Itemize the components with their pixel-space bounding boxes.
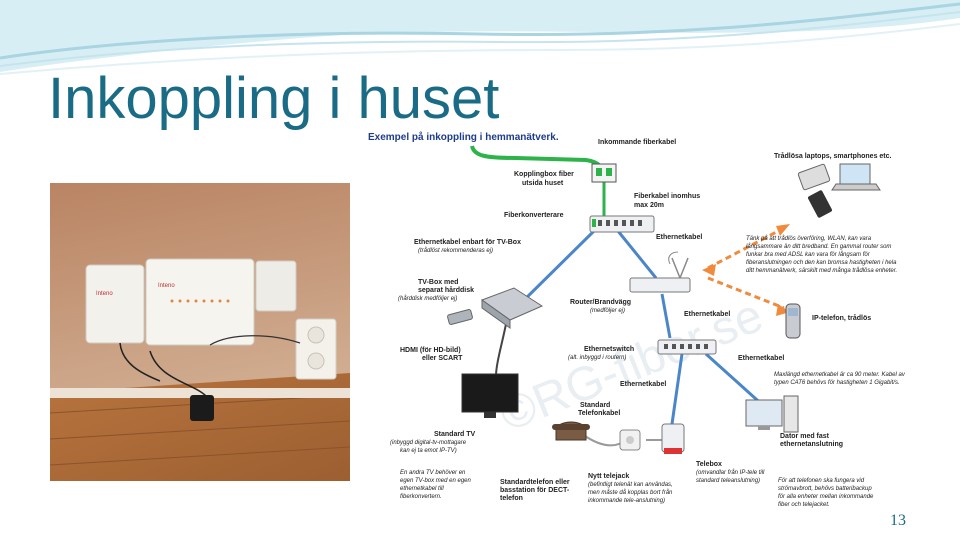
label-tv-box-2: separat hårddisk bbox=[418, 286, 474, 294]
page-number: 13 bbox=[890, 512, 906, 530]
label-tv-box-3: (hårddisk medföljer ej) bbox=[398, 295, 457, 302]
label-jack-2: (befintligt telenät kan användas, bbox=[588, 482, 673, 488]
label-ethernet-tv-box: Ethernetkabel enbart för TV-Box bbox=[414, 239, 521, 246]
label-tv-box-1: TV-Box med bbox=[418, 279, 458, 286]
label-switch-1: Ethernetswitch bbox=[584, 346, 634, 353]
label-telebox-2: (omvandlar från IP-tele till bbox=[696, 469, 765, 476]
label-router-2: (medföljer ej) bbox=[590, 308, 625, 314]
label-std-phone-3: telefon bbox=[500, 495, 523, 502]
wifi-note-line-2: långsammare än ditt bredband. En gammal … bbox=[746, 243, 891, 250]
label-telebox-3: standard teleanslutning) bbox=[696, 478, 760, 484]
label-ip-phone: IP-telefon, trådlös bbox=[812, 314, 871, 322]
fiber-converter-box: Inteno bbox=[86, 265, 144, 343]
label-ethernet-1: Ethernetkabel bbox=[656, 234, 702, 241]
label-other-tv-3: ethernetkabel till bbox=[400, 486, 444, 492]
label-battery-3: för alla enheter mellan inkommande bbox=[778, 494, 874, 500]
label-wireless-devices: Trådlösa laptops, smartphones etc. bbox=[774, 152, 892, 160]
wifi-note-line-4: fiberanslutningen och den kan bromsa has… bbox=[746, 260, 897, 266]
label-std-phone-1: Standardtelefon eller bbox=[500, 479, 570, 486]
label-pc-2: ethernetanslutning bbox=[780, 441, 843, 448]
installation-photo: Inteno Inteno bbox=[50, 183, 350, 481]
fiber-connection-box bbox=[592, 164, 616, 182]
label-fiber-indoor-2: max 20m bbox=[634, 202, 664, 209]
label-phone-cable-2: Telefonkabel bbox=[578, 410, 620, 417]
svg-text:Inteno: Inteno bbox=[96, 291, 113, 297]
fiber-converter-device bbox=[590, 216, 654, 232]
label-ethernet-3: Ethernetkabel bbox=[738, 355, 784, 362]
label-std-phone-2: basstation för DECT- bbox=[500, 487, 570, 494]
label-switch-2: (alt. inbyggd i routern) bbox=[568, 355, 626, 361]
label-jack-3: men måste då kopplas bort från bbox=[588, 489, 673, 496]
label-pc-1: Dator med fast bbox=[780, 433, 830, 440]
label-fiber-converter: Fiberkonverterare bbox=[504, 212, 564, 219]
label-tv-1: Standard TV bbox=[434, 431, 476, 438]
label-battery-4: fiber och telejacket. bbox=[778, 502, 830, 508]
standard-tv-device bbox=[462, 374, 518, 418]
ethernet-switch-device bbox=[658, 340, 716, 354]
label-battery-2: strömavbrott, behövs batteribackup bbox=[778, 486, 872, 492]
label-telebox-1: Telebox bbox=[696, 461, 722, 468]
label-incoming-fiber: Inkommande fiberkabel bbox=[598, 139, 676, 146]
label-other-tv-4: fiberkonvertern. bbox=[400, 494, 442, 500]
label-hdmi-2: eller SCART bbox=[422, 355, 463, 362]
diagram-heading: Exempel på inkoppling i hemmanätverk. bbox=[368, 131, 559, 143]
splitter-box bbox=[256, 261, 296, 311]
label-phone-cable-1: Standard bbox=[580, 402, 610, 409]
label-other-tv-2: egen TV-box med en egen bbox=[400, 478, 471, 484]
label-ethernet-2: Ethernetkabel bbox=[684, 311, 730, 318]
label-max-length-2: typen CAT6 behövs för hastigheten 1 Giga… bbox=[774, 380, 900, 386]
wall-outlet bbox=[296, 319, 336, 379]
ip-phone-icon bbox=[786, 304, 800, 338]
label-max-length-1: Maxlängd ethernetkabel är ca 90 meter. K… bbox=[774, 372, 906, 378]
label-router-1: Router/Brandvägg bbox=[570, 299, 631, 306]
label-battery-1: För att telefonen ska fungera vid bbox=[778, 478, 865, 484]
label-jack-4: inkommande tele-anslutning) bbox=[588, 498, 665, 504]
svg-text:Inteno: Inteno bbox=[158, 283, 175, 289]
label-tv-2: (inbyggd digital-tv-mottagare bbox=[390, 440, 467, 446]
label-other-tv-1: En andra TV behöver en bbox=[400, 470, 466, 476]
label-fiber-indoor: Fiberkabel inomhus bbox=[634, 193, 700, 200]
label-tv-3: kan ej ta emot IP-TV) bbox=[400, 448, 457, 454]
power-adapter bbox=[190, 395, 214, 421]
wifi-note-line-1: Tänk på att trådlös överföring, WLAN, ka… bbox=[746, 235, 872, 242]
label-connection-box-2: utsida huset bbox=[522, 180, 564, 187]
telejack-icon bbox=[620, 430, 640, 450]
home-network-diagram: ©RG-fiber.se Exempel på inkoppling i hem… bbox=[366, 128, 908, 516]
label-ethernet-4: Ethernetkabel bbox=[620, 381, 666, 388]
wifi-note-line-3: funkar bra med ADSL kan vara för långsam… bbox=[746, 251, 871, 258]
wifi-note-line-5: ditt hemmanätverk, särskilt med många tr… bbox=[746, 267, 897, 274]
label-hdmi-1: HDMI (för HD-bild) bbox=[400, 347, 461, 354]
router-box: Inteno bbox=[146, 259, 254, 345]
standard-phone-icon bbox=[552, 422, 590, 440]
label-jack-1: Nytt telejack bbox=[588, 473, 629, 480]
label-connection-box: Kopplingbox fiber bbox=[514, 171, 574, 178]
label-ethernet-tv-box-2: (trådlöst rekommenderas ej) bbox=[418, 247, 493, 254]
slide-title: Inkoppling i huset bbox=[48, 66, 499, 132]
telebox-icon bbox=[662, 424, 684, 454]
